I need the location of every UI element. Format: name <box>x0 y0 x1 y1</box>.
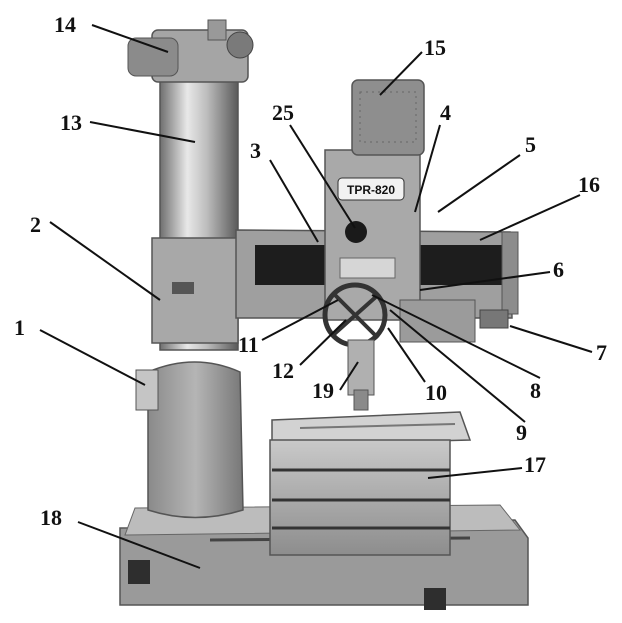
feed-gearbox <box>399 299 476 343</box>
leader-17 <box>427 467 523 479</box>
callout-25: 25 <box>272 100 294 125</box>
leader-7 <box>509 325 593 353</box>
leader-8 <box>371 294 541 379</box>
leader-14 <box>91 24 169 53</box>
callout-16: 16 <box>578 172 600 197</box>
callout-7: 7 <box>596 340 607 365</box>
leader-25 <box>289 124 356 229</box>
callout-4: 4 <box>440 100 451 125</box>
leader-3 <box>269 159 319 243</box>
callout-numbers: 14 13 15 25 3 4 5 16 2 6 1 7 11 12 19 10… <box>14 12 607 530</box>
callout-17: 17 <box>524 452 546 477</box>
base-foot-right <box>424 588 446 610</box>
head-nameplate <box>337 177 405 201</box>
callout-6: 6 <box>553 257 564 282</box>
leader-10 <box>387 327 426 383</box>
callout-10: 10 <box>425 380 447 405</box>
table-top-groove <box>299 423 456 429</box>
column-top-knob <box>226 31 254 59</box>
leader-4 <box>414 124 441 213</box>
callout-9: 9 <box>516 420 527 445</box>
leader-18 <box>77 521 201 569</box>
leader-1 <box>39 329 146 386</box>
motor-fins <box>359 91 417 143</box>
callout-18: 18 <box>40 505 62 530</box>
column-clamp-lever <box>135 369 159 411</box>
column-top-motor <box>127 37 179 77</box>
head-info-plate <box>339 257 396 279</box>
handwheel-spoke <box>330 293 380 338</box>
leader-9 <box>389 309 526 423</box>
base-foot-left <box>128 560 150 584</box>
box-table <box>269 439 451 556</box>
leader-19 <box>339 361 359 391</box>
callout-15: 15 <box>424 35 446 60</box>
arm-end-plate <box>501 231 519 315</box>
feed-lever <box>479 309 509 329</box>
leader-2 <box>49 221 161 301</box>
callout-2: 2 <box>30 212 41 237</box>
box-table-top <box>271 411 472 446</box>
leader-11 <box>261 299 339 341</box>
machine-illustration: TPR-820 <box>119 19 529 610</box>
speed-selector-knob <box>345 221 367 243</box>
carriage-label-plate <box>172 282 194 294</box>
leader-5 <box>437 154 521 213</box>
spindle <box>347 339 375 396</box>
column-housing <box>147 361 244 519</box>
leader-13 <box>89 121 196 143</box>
callout-14: 14 <box>54 12 76 37</box>
leader-16 <box>479 194 581 241</box>
callout-13: 13 <box>60 110 82 135</box>
arm-carriage <box>151 237 239 344</box>
spindle-chuck <box>353 389 369 411</box>
callout-3: 3 <box>250 138 261 163</box>
head-nameplate-text: TPR-820 <box>347 183 395 197</box>
callout-8: 8 <box>530 378 541 403</box>
spindle-motor <box>351 79 425 156</box>
column-top-stub <box>207 19 227 41</box>
callout-12: 12 <box>272 358 294 383</box>
leader-lines <box>39 24 593 569</box>
leader-12 <box>299 319 347 366</box>
callout-1: 1 <box>14 315 25 340</box>
leader-15 <box>379 51 423 96</box>
callout-19: 19 <box>312 378 334 403</box>
callout-11: 11 <box>238 332 259 357</box>
leader-6 <box>419 271 551 291</box>
callout-5: 5 <box>525 132 536 157</box>
